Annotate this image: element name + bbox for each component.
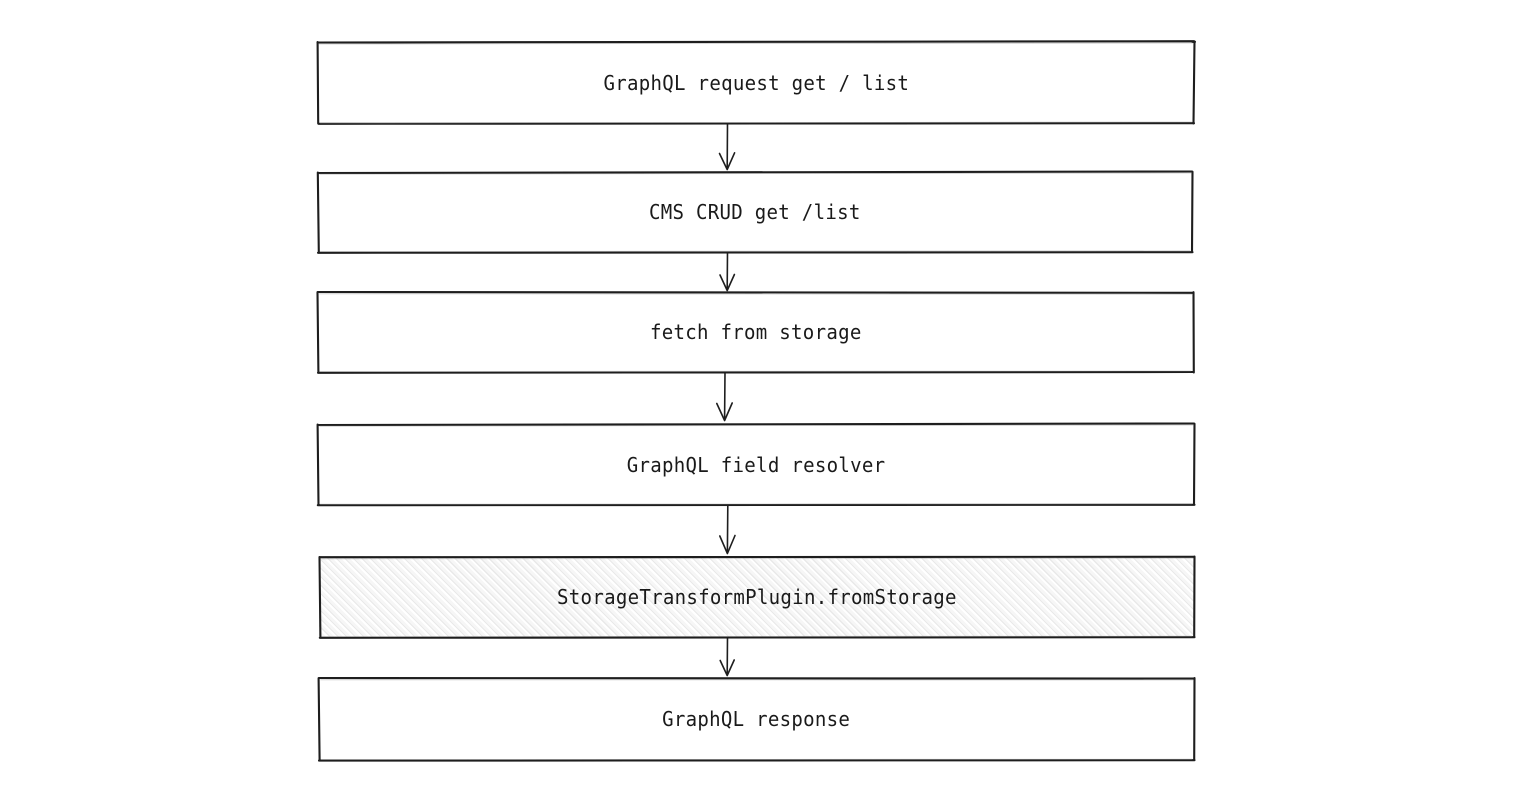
flow-node-graphql-field-resolver[interactable]: GraphQL field resolver [316,422,1196,507]
node-background [317,171,1193,253]
flow-node-label: fetch from storage [649,320,862,344]
flow-arrow-4 [719,505,736,555]
node-background [318,677,1195,761]
flow-node-cms-crud[interactable]: CMS CRUD get /list [316,170,1194,254]
node-hatch-background [319,556,1195,638]
flow-node-label: StorageTransformPlugin.fromStorage [557,585,957,609]
flow-arrow-3 [716,372,733,422]
flow-arrow-1 [718,123,736,171]
node-background [317,41,1195,124]
node-background [317,291,1194,373]
flow-arrow-5 [719,637,735,677]
flow-node-fetch-from-storage[interactable]: fetch from storage [316,290,1195,374]
node-background [317,423,1195,506]
flow-node-label: GraphQL field resolver [626,452,886,477]
flow-node-graphql-response[interactable]: GraphQL response [317,676,1196,762]
flow-node-label: GraphQL request get / list [603,70,909,95]
flow-node-label: GraphQL response [662,707,851,731]
flow-node-storage-transform-plugin[interactable]: StorageTransformPlugin.fromStorage [318,555,1196,639]
flow-node-label: CMS CRUD get /list [649,200,861,224]
flow-node-graphql-request[interactable]: GraphQL request get / list [316,40,1197,125]
flow-arrow-2 [719,252,736,292]
